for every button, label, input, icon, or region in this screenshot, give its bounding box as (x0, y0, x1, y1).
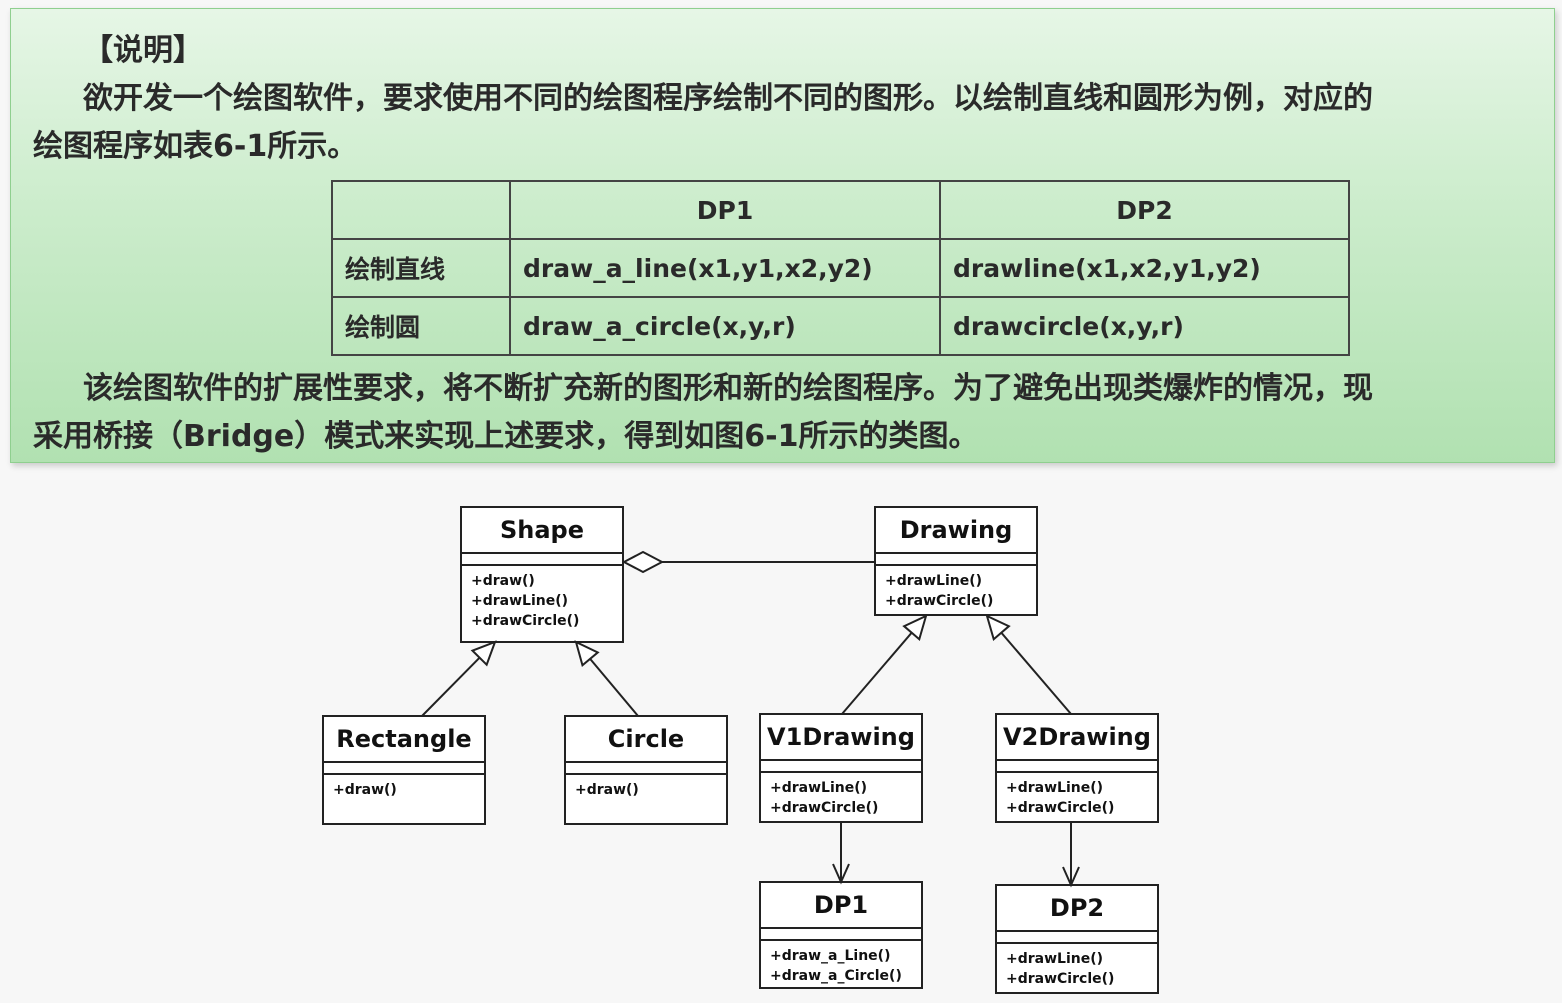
generalization-arrowhead (470, 640, 497, 667)
class-name: Circle (608, 725, 684, 753)
aggregation-diamond (621, 550, 665, 574)
class-name: Drawing (900, 516, 1013, 544)
table-cell: draw_a_line(x1,y1,x2,y2) (509, 238, 941, 298)
table-cell: draw_a_circle(x,y,r) (509, 296, 941, 356)
class-operation: +drawLine() (471, 593, 568, 609)
relations (421, 550, 1080, 888)
class-operation: +drawLine() (885, 573, 982, 589)
class-operation: +draw_a_Circle() (770, 968, 902, 984)
generalization-line (421, 656, 481, 717)
class-drawing: Drawing +drawLine() +drawCircle() (874, 506, 1038, 616)
class-rectangle: Rectangle +draw() (322, 715, 486, 825)
description-panel: 【说明】 欲开发一个绘图软件，要求使用不同的绘图程序绘制不同的图形。以绘制直线和… (10, 8, 1555, 463)
class-name: V2Drawing (1003, 723, 1151, 751)
class-box (322, 715, 486, 825)
class-operation: +draw() (471, 573, 535, 589)
class-operation: +drawLine() (770, 780, 867, 796)
class-box (460, 506, 624, 643)
table-row: 绘制直线 draw_a_line(x1,y1,x2,y2) drawline(x… (331, 238, 1350, 298)
class-operation: +drawCircle() (1006, 800, 1114, 816)
class-name: Rectangle (336, 725, 471, 753)
dependency-arrowhead (1062, 866, 1080, 888)
table-row: 绘制圆 draw_a_circle(x,y,r) drawcircle(x,y,… (331, 296, 1350, 356)
class-operation: +draw() (333, 782, 397, 798)
paragraph-1-line-2: 绘图程序如表6-1所示。 (33, 129, 358, 164)
table-header-cell (331, 180, 511, 240)
class-operation: +drawLine() (1006, 951, 1103, 967)
class-box (995, 713, 1159, 823)
paragraph-2-line-2: 采用桥接（Bridge）模式来实现上述要求，得到如图6-1所示的类图。 (33, 419, 979, 454)
table-cell: 绘制直线 (331, 238, 511, 298)
class-v1drawing: V1Drawing +drawLine() +drawCircle() (759, 713, 923, 823)
generalization-line (1000, 632, 1072, 715)
class-circle: Circle +draw() (564, 715, 728, 825)
class-dp1: DP1 +draw_a_Line() +draw_a_Circle() (759, 881, 923, 989)
generalization-arrowhead (902, 614, 928, 641)
generalization-arrowhead (985, 614, 1011, 641)
class-box (995, 884, 1159, 994)
class-box (759, 881, 923, 989)
class-name: V1Drawing (767, 723, 915, 751)
dependency-arrowhead (832, 863, 850, 885)
class-name: Shape (500, 516, 584, 544)
class-name: DP2 (1050, 894, 1104, 922)
paragraph-2-line-1: 该绘图软件的扩展性要求，将不断扩充新的图形和新的绘图程序。为了避免出现类爆炸的情… (83, 371, 1373, 406)
table-header-cell: DP2 (939, 180, 1350, 240)
class-operation: +drawLine() (1006, 780, 1103, 796)
paragraph-1-line-1: 欲开发一个绘图软件，要求使用不同的绘图程序绘制不同的图形。以绘制直线和圆形为例，… (83, 81, 1373, 116)
generalization-arrowhead (574, 640, 600, 668)
drawing-program-table: DP1 DP2 绘制直线 draw_a_line(x1,y1,x2,y2) dr… (331, 180, 1350, 356)
class-operation: +draw_a_Line() (770, 948, 890, 964)
class-v2drawing: V2Drawing +drawLine() +drawCircle() (995, 713, 1159, 823)
class-shape: Shape +draw() +drawLine() +drawCircle() (460, 506, 624, 643)
table-header-row: DP1 DP2 (331, 180, 1350, 240)
table-cell: drawline(x1,x2,y1,y2) (939, 238, 1350, 298)
generalization-line (841, 632, 913, 715)
class-operation: +draw() (575, 782, 639, 798)
table-cell: 绘制圆 (331, 296, 511, 356)
table-header-cell: DP1 (509, 180, 941, 240)
class-name: DP1 (814, 891, 868, 919)
class-operation: +drawCircle() (471, 613, 579, 629)
class-operation: +drawCircle() (1006, 971, 1114, 987)
class-operation: +drawCircle() (770, 800, 878, 816)
class-box (564, 715, 728, 825)
section-title: 【说明】 (83, 33, 203, 68)
class-operation: +drawCircle() (885, 593, 993, 609)
table-cell: drawcircle(x,y,r) (939, 296, 1350, 356)
generalization-line (589, 658, 639, 717)
class-dp2: DP2 +drawLine() +drawCircle() (995, 884, 1159, 994)
